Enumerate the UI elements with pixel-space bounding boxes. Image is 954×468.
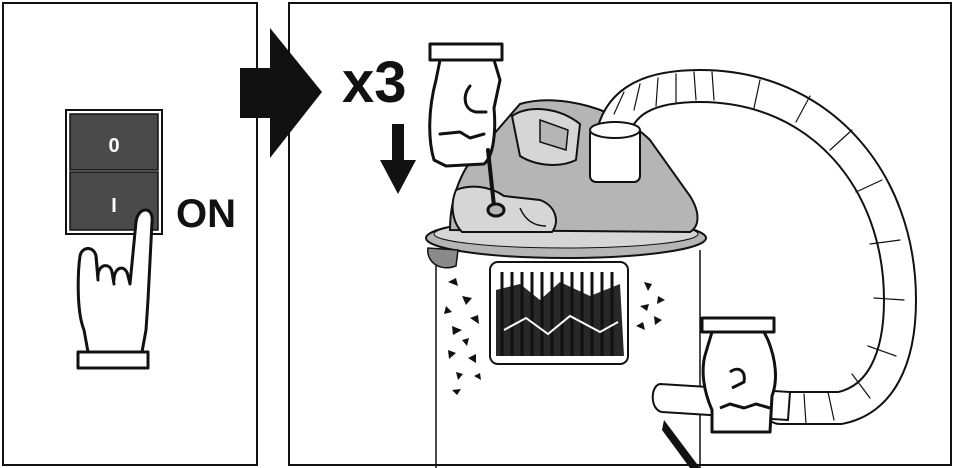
switch-off-symbol: 0 <box>108 135 119 157</box>
on-label: ON <box>176 192 236 236</box>
hand-grip-icon <box>702 318 775 432</box>
arrow-down-icon <box>380 124 416 194</box>
switch-on-symbol: I <box>111 195 117 217</box>
repeat-count-label: x3 <box>342 50 407 115</box>
filter-icon <box>490 262 628 364</box>
arrow-right-icon <box>240 28 322 158</box>
